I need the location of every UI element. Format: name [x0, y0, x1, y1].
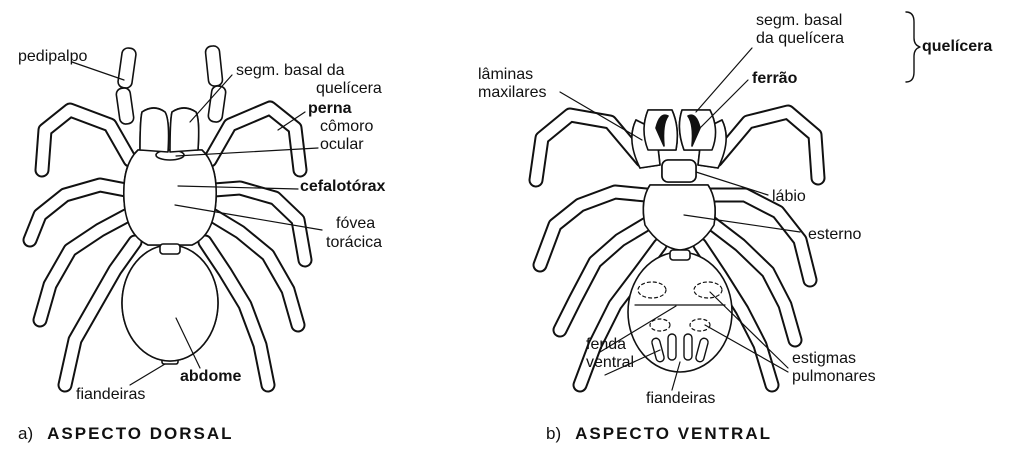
label-segm-basal-dorsal-2: quelícera — [316, 80, 382, 97]
label-fenda-2: ventral — [586, 354, 634, 371]
caption-ventral-letter: b) — [546, 424, 561, 443]
caption-ventral-text: ASPECTO VENTRAL — [575, 424, 772, 443]
quelicera-brace — [906, 12, 920, 82]
label-comoro-2: ocular — [320, 136, 364, 153]
label-perna: perna — [308, 100, 352, 117]
ventral-leg-right-1 — [716, 112, 818, 178]
label-abdome: abdome — [180, 368, 241, 385]
label-fenda-1: fenda — [586, 336, 626, 353]
label-laminas-2: maxilares — [478, 84, 546, 101]
label-pedipalpo: pedipalpo — [18, 48, 87, 65]
label-ferrao: ferrão — [752, 70, 797, 87]
caption-dorsal-letter: a) — [18, 424, 33, 443]
dorsal-leg-left-1-inner — [42, 110, 130, 170]
ventral-spider — [536, 12, 920, 390]
ventral-leg-left-1 — [536, 115, 642, 180]
label-fovea-1: fóvea — [336, 215, 375, 232]
caption-ventral: b) ASPECTO VENTRAL — [546, 425, 772, 442]
ventral-pedicel — [670, 250, 690, 260]
caption-dorsal-text: ASPECTO DORSAL — [47, 424, 233, 443]
label-cefalotorax: cefalotórax — [300, 178, 385, 195]
dorsal-pedipalp-left — [116, 47, 137, 125]
label-fiandeiras-dorsal: fiandeiras — [76, 386, 145, 403]
label-quelicera: quelícera — [922, 38, 992, 55]
label-comoro-1: cômoro — [320, 118, 373, 135]
label-labio: lábio — [772, 188, 806, 205]
ventral-abdomen — [628, 252, 732, 372]
label-fovea-2: torácica — [326, 234, 382, 251]
label-segm-basal-dorsal-1: segm. basal da — [236, 62, 345, 79]
label-esterno: esterno — [808, 226, 861, 243]
label-segm-basal-ventral-1: segm. basal — [756, 12, 842, 29]
caption-dorsal: a) ASPECTO DORSAL — [18, 425, 234, 442]
label-estigmas-2: pulmonares — [792, 368, 876, 385]
dorsal-leg-right-1 — [210, 108, 300, 170]
dorsal-spider — [30, 45, 322, 385]
label-estigmas-1: estigmas — [792, 350, 856, 367]
label-fiandeiras-ventral: fiandeiras — [646, 390, 715, 407]
label-laminas-1: lâminas — [478, 66, 533, 83]
label-segm-basal-ventral-2: da quelícera — [756, 30, 844, 47]
